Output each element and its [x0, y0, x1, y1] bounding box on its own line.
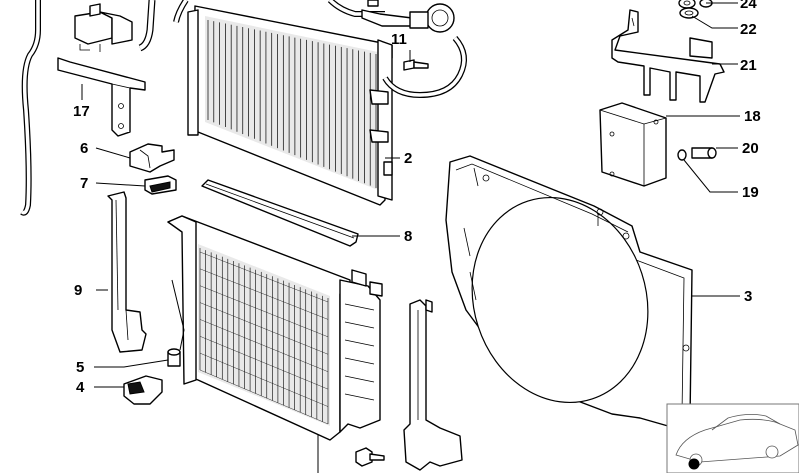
callout-24: 24	[740, 0, 757, 12]
leader-lines	[81, 2, 740, 473]
bolt-20	[677, 147, 717, 161]
clip-6	[129, 143, 175, 173]
callout-2: 2	[404, 150, 412, 167]
callout-8: 8	[404, 228, 412, 245]
bolt-lower	[355, 447, 385, 467]
washer-24	[678, 0, 713, 9]
callout-7: 7	[80, 175, 88, 192]
air-guide-21	[611, 9, 725, 103]
callout-5: 5	[76, 359, 84, 376]
hose-left	[20, 0, 41, 216]
callout-17: 17	[73, 103, 90, 120]
callout-3: 3	[744, 288, 752, 305]
callout-11: 11	[391, 31, 407, 48]
callout-22: 22	[740, 21, 757, 38]
air-guide-9	[107, 191, 147, 353]
radiator-fin-cross	[199, 336, 329, 390]
bracket-4	[123, 375, 163, 405]
hose-top-right	[327, 0, 467, 99]
callout-21: 21	[740, 57, 757, 74]
sensor-top-left	[74, 3, 133, 52]
fan-shroud-3	[445, 155, 693, 427]
radiator-fin-cross	[199, 268, 329, 320]
washer-22	[679, 7, 699, 19]
bracket-17	[57, 57, 146, 137]
radiator-fin-cross	[199, 251, 329, 303]
radiator-fin-cross	[199, 285, 329, 338]
bracket-lower-center	[403, 299, 463, 471]
callout-labels: 24 22 21 11 17 18 6 20 2 19 7 8 9 3 5 4	[73, 0, 761, 396]
control-box-18	[599, 102, 667, 187]
hose-top-small	[138, 0, 189, 52]
condenser-2	[187, 5, 393, 206]
bushing-5	[167, 348, 181, 367]
vehicle-inset-thumbnail	[666, 403, 799, 473]
seal-8	[201, 179, 359, 247]
callout-20: 20	[742, 140, 759, 157]
clip-7	[144, 175, 177, 195]
callout-4: 4	[76, 379, 85, 396]
radiator-main	[167, 215, 383, 441]
callout-19: 19	[742, 184, 759, 201]
valve-top	[361, 0, 455, 33]
radiator-fin-cross	[199, 302, 329, 355]
callout-18: 18	[744, 108, 761, 125]
radiator-fin-cross	[199, 352, 329, 407]
bolt-11	[403, 59, 429, 71]
callout-9: 9	[74, 282, 82, 299]
callout-6: 6	[80, 140, 88, 157]
radiator-fin-cross	[199, 319, 329, 372]
radiator-fin-cross	[199, 369, 329, 425]
